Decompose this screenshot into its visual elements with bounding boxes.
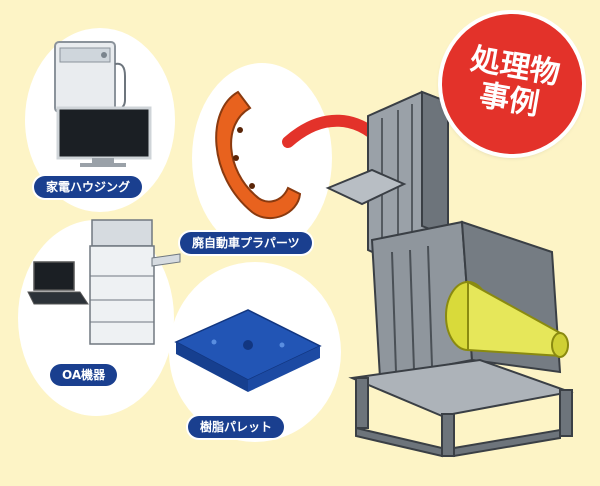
tv-icon bbox=[56, 106, 152, 167]
blob-auto-part bbox=[192, 63, 332, 253]
crusher-machine-icon bbox=[325, 90, 574, 458]
label-pallet: 樹脂パレット bbox=[188, 416, 285, 438]
bumper-icon bbox=[215, 90, 302, 219]
label-home-appliance: 家電ハウジング bbox=[34, 176, 143, 198]
washing-machine-icon bbox=[54, 41, 126, 113]
pallet-icon bbox=[174, 309, 322, 392]
label-auto-plastic: 廃自動車プラパーツ bbox=[180, 232, 312, 254]
laptop-icon bbox=[27, 261, 89, 305]
label-oa: OA機器 bbox=[50, 364, 118, 386]
copier-icon bbox=[89, 219, 181, 345]
